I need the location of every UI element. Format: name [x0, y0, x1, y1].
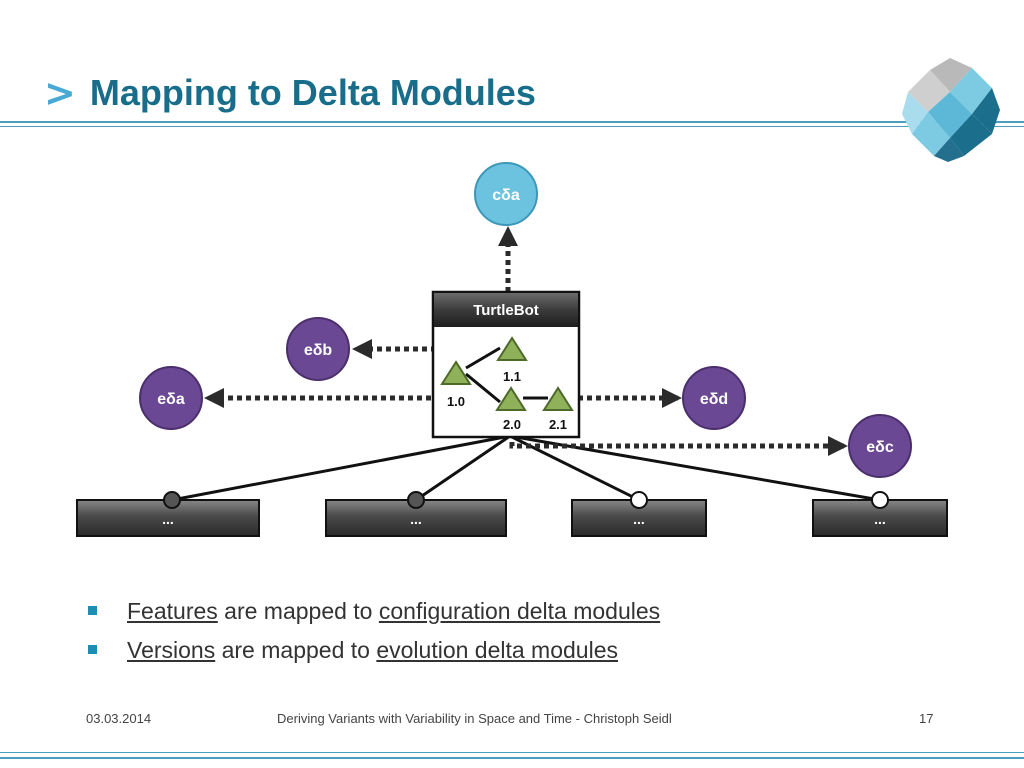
logo-facet-light-3 — [912, 112, 950, 156]
delta-cda-label: cδa — [492, 187, 520, 204]
version-2-1-label: 2.1 — [549, 417, 567, 432]
delta-edb: eδb — [286, 317, 350, 381]
bullet-item-versions: Versions are mapped to evolution delta m… — [88, 637, 660, 664]
logo-facet-gray-1 — [930, 58, 972, 92]
feature-box-4: ... — [812, 491, 948, 537]
bullet-item-features: Features are mapped to configuration del… — [88, 598, 660, 625]
bullet-list: Features are mapped to configuration del… — [88, 598, 660, 676]
logo-facet-dark-2 — [950, 114, 992, 156]
turtlebot-header-bar — [434, 293, 578, 327]
header-rule-thin — [0, 126, 1024, 127]
delta-edc: eδc — [848, 414, 912, 478]
logo-facet-light-2 — [902, 92, 928, 134]
delta-eda: eδa — [139, 366, 203, 430]
version-1-1-triangle-icon — [496, 336, 528, 361]
slide-title: > Mapping to Delta Modules — [44, 68, 536, 118]
delta-edd: eδd — [682, 366, 746, 430]
logo-facet-dark-1 — [972, 88, 1000, 134]
version-tree-edges — [465, 346, 548, 404]
bullet-target: evolution delta modules — [376, 637, 618, 663]
feature-link-1 — [171, 434, 511, 502]
bullet-connector-text: are mapped to — [217, 598, 379, 624]
feature-link-3 — [509, 434, 640, 502]
delta-cda: cδa — [474, 162, 538, 226]
bullet-square-icon — [88, 645, 97, 654]
header-rule — [0, 121, 1024, 123]
delta-edd-label: eδd — [700, 391, 728, 408]
delta-edc-circle — [848, 414, 912, 478]
footer-title: Deriving Variants with Variability in Sp… — [277, 711, 672, 726]
title-text: Mapping to Delta Modules — [89, 72, 536, 113]
feature-box-3: ... — [571, 491, 707, 537]
turtlebot-box: TurtleBot 1.0 1.1 2.0 2.1 — [431, 290, 581, 439]
feature-3-optional-connector — [630, 491, 648, 509]
footer-rule — [0, 757, 1024, 759]
version-2-0-triangle-icon — [495, 386, 527, 411]
footer-rule-thin — [0, 752, 1024, 753]
feature-box-1: ... — [76, 491, 260, 537]
feature-box-2: ... — [325, 491, 507, 537]
version-1-1-label: 1.1 — [503, 369, 521, 384]
bullet-square-icon — [88, 606, 97, 615]
bullet-target: configuration delta modules — [378, 598, 661, 624]
feature-4-optional-connector — [871, 491, 889, 509]
edge-1-0-to-1-1 — [465, 346, 501, 370]
arrow-to-edc — [509, 424, 848, 456]
feature-box-3-label: ... — [633, 511, 645, 527]
version-1-0-label: 1.0 — [447, 394, 465, 409]
version-2-0-label: 2.0 — [503, 417, 521, 432]
version-1-0-triangle-icon — [440, 360, 472, 385]
logo-facet-gray-2 — [908, 70, 950, 112]
logo-facet-dark-3 — [934, 138, 964, 162]
bullet-connector-text: are mapped to — [215, 637, 377, 663]
turtlebot-label: TurtleBot — [473, 302, 539, 319]
delta-edc-label: eδc — [866, 439, 894, 456]
bullet-term: Versions — [127, 637, 216, 663]
feature-box-1-label: ... — [162, 511, 174, 527]
logo-facet-mid — [928, 92, 972, 138]
feature-box-4-label: ... — [874, 511, 886, 527]
delta-eda-label: eδa — [157, 391, 185, 408]
footer-page-number: 17 — [919, 711, 934, 726]
delta-cda-circle — [474, 162, 538, 226]
edge-1-0-to-2-0 — [465, 372, 501, 404]
feature-box-2-label: ... — [410, 511, 422, 527]
feature-link-2 — [415, 434, 511, 502]
footer-date: 03.03.2014 — [86, 711, 152, 726]
feature-1-mandatory-connector — [163, 491, 181, 509]
university-logo — [902, 58, 1000, 162]
title-chevron-icon: > — [44, 71, 76, 115]
delta-edb-label: eδb — [304, 342, 333, 359]
feature-2-mandatory-connector — [407, 491, 425, 509]
version-2-1-triangle-icon — [542, 386, 574, 411]
delta-eda-circle — [139, 366, 203, 430]
bullet-term: Features — [127, 598, 218, 624]
delta-edb-circle — [286, 317, 350, 381]
delta-edd-circle — [682, 366, 746, 430]
